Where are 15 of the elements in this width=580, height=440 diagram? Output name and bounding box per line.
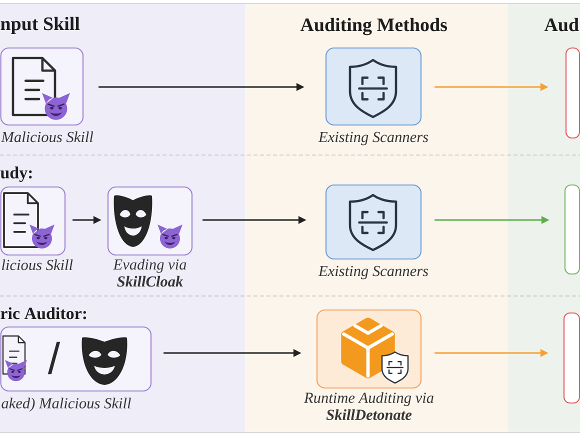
node-label: Evading via SkillCloak	[113, 258, 186, 287]
node-label: licious Skill	[2, 259, 73, 270]
column-heading: Auditing Methods	[300, 18, 448, 36]
row-heading: udy:	[0, 166, 32, 182]
column-heading: Aud	[544, 18, 579, 32]
node-label: Existing Scanners	[318, 132, 428, 146]
node-label: aked) Malicious Skill	[2, 398, 131, 412]
node-label: Runtime Auditing via SkillDetonate	[304, 392, 434, 420]
result-box	[565, 47, 580, 139]
node-label: Existing Scanners	[318, 266, 428, 280]
node-label: Malicious Skill	[1, 131, 94, 142]
column-heading: nput Skill	[0, 16, 80, 34]
result-box	[563, 312, 580, 404]
separator-slash: /	[48, 342, 60, 374]
result-box	[564, 184, 580, 275]
